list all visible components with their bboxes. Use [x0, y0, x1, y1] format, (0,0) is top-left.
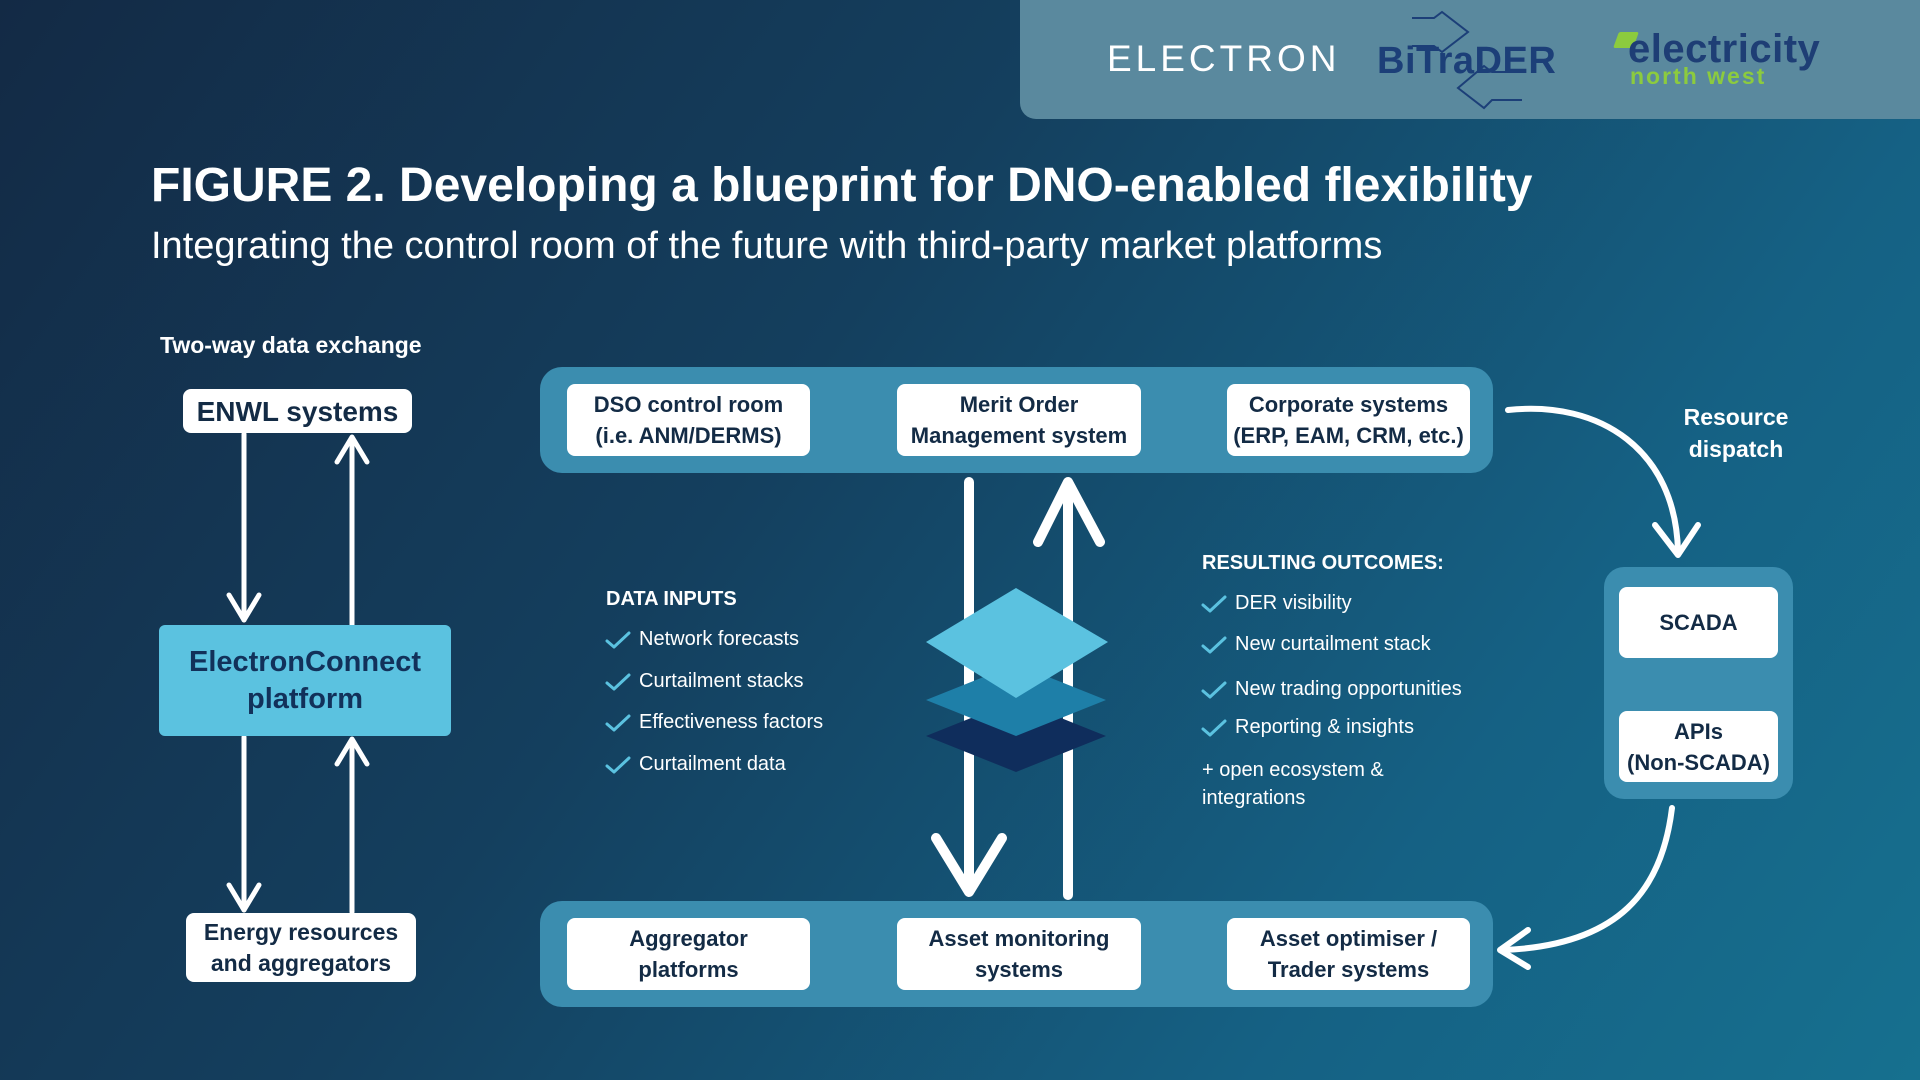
outcomes-extra: + open ecosystem & integrations: [1202, 756, 1384, 812]
electron-logo: ELECTRON: [1107, 38, 1341, 79]
check-icon: [1201, 636, 1227, 653]
figure-title: FIGURE 2. Developing a blueprint for DNO…: [151, 159, 1533, 212]
corporate-line1: Corporate systems: [1248, 392, 1449, 417]
outcomes-extra-line2: integrations: [1202, 787, 1306, 809]
data-inputs-heading: DATA INPUTS: [606, 588, 737, 610]
corporate-line2: (ERP, EAM, CRM, etc.): [1233, 423, 1464, 448]
data-input-label: Curtailment data: [639, 753, 786, 775]
dispatch-line1: Resource: [1683, 404, 1789, 430]
merit-line2: Management system: [910, 423, 1128, 448]
outcome-label: DER visibility: [1235, 592, 1352, 614]
check-icon: [605, 756, 631, 773]
data-input-label: Curtailment stacks: [639, 670, 804, 692]
bitrader-logo-arrows: [1412, 10, 1522, 110]
check-icon: [605, 673, 631, 690]
asset-optimiser-box: Asset optimiser / Trader systems: [1227, 918, 1470, 990]
optimiser-line2: Trader systems: [1267, 957, 1430, 982]
arrow-to-bottom-band: [1501, 805, 1675, 953]
platform-label-line1: ElectronConnect: [188, 645, 422, 678]
enw-logo: electricity north west: [1594, 28, 1834, 98]
energy-resources-line1: Energy resources: [203, 918, 399, 945]
data-input-item: Curtailment data: [605, 753, 786, 776]
logo-bar: ELECTRON BiTraDER electricity north west: [1020, 0, 1920, 119]
enwl-systems-label: ENWL systems: [196, 395, 399, 427]
outcomes-extra-line1: + open ecosystem &: [1202, 759, 1384, 781]
outcome-label: New curtailment stack: [1235, 633, 1431, 655]
apis-line2: (Non-SCADA): [1627, 749, 1770, 775]
enw-logo-line1: electricity: [1628, 27, 1821, 71]
dso-control-room-box: DSO control room (i.e. ANM/DERMS): [567, 384, 810, 456]
check-icon: [1201, 595, 1227, 612]
outcome-item: Reporting & insights: [1201, 716, 1414, 739]
data-input-item: Curtailment stacks: [605, 670, 804, 693]
outcome-item: New trading opportunities: [1201, 678, 1462, 701]
data-input-label: Effectiveness factors: [639, 711, 824, 733]
check-icon: [1201, 719, 1227, 736]
asset-monitoring-box: Asset monitoring systems: [897, 918, 1141, 990]
two-way-data-exchange-label: Two-way data exchange: [160, 332, 422, 358]
outcomes-heading: RESULTING OUTCOMES:: [1202, 552, 1444, 574]
apis-box: APIs (Non-SCADA): [1619, 711, 1778, 782]
outcome-item: DER visibility: [1201, 592, 1352, 615]
check-icon: [605, 714, 631, 731]
optimiser-line1: Asset optimiser /: [1259, 926, 1438, 951]
enw-logo-line2: north west: [1630, 63, 1767, 89]
platform-label-line2: platform: [247, 682, 363, 715]
figure-subtitle: Integrating the control room of the futu…: [151, 225, 1383, 267]
outcome-label: New trading opportunities: [1235, 678, 1462, 700]
corporate-systems-box: Corporate systems (ERP, EAM, CRM, etc.): [1227, 384, 1470, 456]
dispatch-line2: dispatch: [1688, 436, 1784, 462]
energy-resources-line2: and aggregators: [210, 949, 392, 976]
outcome-label: Reporting & insights: [1235, 716, 1414, 738]
energy-resources-box: Energy resources and aggregators: [186, 913, 416, 982]
scada-label: SCADA: [1659, 610, 1738, 635]
aggregator-line1: Aggregator: [629, 926, 748, 951]
monitoring-line1: Asset monitoring: [928, 926, 1110, 951]
electronconnect-platform-box: ElectronConnect platform: [159, 625, 451, 736]
data-input-item: Network forecasts: [605, 628, 799, 651]
enwl-systems-box: ENWL systems: [183, 389, 412, 433]
data-input-item: Effectiveness factors: [605, 711, 823, 734]
data-input-label: Network forecasts: [639, 628, 800, 650]
aggregator-line2: platforms: [638, 957, 739, 982]
arrow-to-scada: [1505, 405, 1681, 555]
aggregator-platforms-box: Aggregator platforms: [567, 918, 810, 990]
resource-dispatch-label: Resource dispatch: [1683, 401, 1789, 465]
scada-box: SCADA: [1619, 587, 1778, 658]
check-icon: [605, 631, 631, 648]
dso-line1: DSO control room: [593, 392, 784, 417]
check-icon: [1201, 681, 1227, 698]
layer-stack-icon: [926, 588, 1108, 772]
apis-line1: APIs: [1674, 718, 1723, 744]
dso-line2: (i.e. ANM/DERMS): [595, 423, 782, 448]
outcome-item: New curtailment stack: [1201, 633, 1431, 656]
merit-line1: Merit Order: [959, 392, 1079, 417]
bitrader-logo: BiTraDER: [1377, 40, 1557, 82]
monitoring-line2: systems: [974, 957, 1064, 982]
